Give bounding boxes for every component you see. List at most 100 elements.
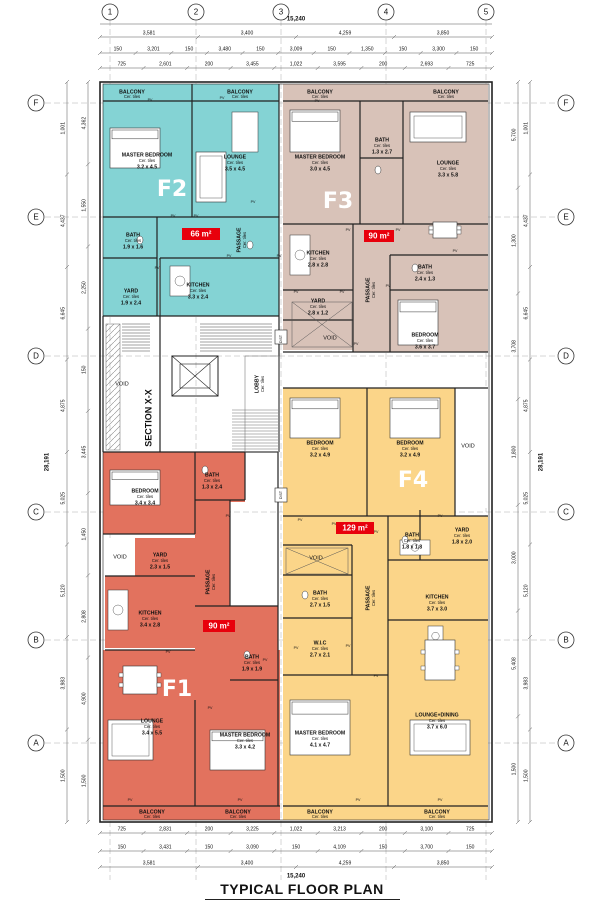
- dim-tick: [85, 79, 91, 85]
- room-size: 3.4 x 3.4: [135, 500, 155, 506]
- toilet: [401, 535, 409, 545]
- dim-label: 6,645: [523, 307, 529, 320]
- room-finish: Cer. tiles: [404, 538, 420, 543]
- dim-tick: [228, 848, 233, 854]
- sofa-seat: [199, 155, 223, 199]
- dist-box: [274, 487, 288, 503]
- room-finish: Cer. tiles: [144, 814, 160, 819]
- room-name: MASTER BEDROOM: [220, 732, 270, 738]
- plan-title: TYPICAL FLOOR PLAN: [220, 881, 384, 897]
- grid-bubble-top-label: 5: [484, 8, 489, 17]
- room-name: W.I.C: [314, 640, 327, 646]
- dim-tick: [228, 65, 233, 71]
- dim-tick: [515, 502, 521, 508]
- section-marker: SECTION X-X: [143, 389, 153, 447]
- room-name: YARD: [455, 527, 469, 533]
- room-finish: Cer. tiles: [440, 166, 456, 171]
- room-name: YARD: [311, 298, 325, 304]
- void-box: [291, 301, 353, 348]
- dim-label: 150: [466, 844, 475, 850]
- dim-label: 1,350: [361, 46, 374, 52]
- room-finish: Cer. tiles: [312, 596, 328, 601]
- grid-bubble-left-label: B: [33, 636, 38, 645]
- dim-tick: [64, 634, 70, 640]
- chair: [118, 682, 124, 688]
- room-name: PASSAGE: [365, 585, 371, 611]
- room-size: 1.3 x 2.7: [372, 149, 392, 155]
- pv-label: PV: [194, 214, 199, 218]
- dim-tick: [64, 172, 70, 177]
- dim-label: 5,025: [523, 492, 529, 505]
- dim-tick: [195, 34, 201, 40]
- room-name: LOUNGE: [437, 160, 460, 166]
- dim-label: 150: [470, 46, 479, 52]
- room-name: MASTER BEDROOM: [122, 152, 172, 158]
- chair: [156, 682, 162, 688]
- dim-label: 150: [185, 46, 194, 52]
- dim-label: 1,800: [511, 446, 517, 459]
- dim-tick: [293, 864, 299, 870]
- dim-label: 5,700: [511, 128, 517, 141]
- dim-tick: [141, 65, 146, 71]
- room-finish: Cer. tiles: [123, 294, 139, 299]
- dim-label: 3,480: [218, 46, 231, 52]
- room-finish: Cer. tiles: [144, 724, 160, 729]
- dim-tick: [64, 357, 70, 362]
- dim-tick: [359, 848, 364, 854]
- dim-tick: [391, 34, 397, 40]
- dim-label: 4,875: [523, 399, 529, 412]
- room-name: BALCONY: [139, 809, 165, 815]
- dim-label: 5,120: [60, 584, 66, 597]
- dim-tick: [85, 162, 91, 167]
- room-finish: Cer. tiles: [417, 270, 433, 275]
- toilet: [411, 263, 419, 273]
- pv-label: PV: [155, 266, 160, 270]
- dim-tick: [184, 65, 190, 71]
- pv-label: PV: [298, 518, 303, 522]
- dim-label: 725: [118, 826, 127, 832]
- flat-tag-F1: F1: [162, 677, 192, 702]
- room-size: 3.4 x 5.5: [142, 730, 162, 736]
- plan-title-underline: [205, 899, 400, 900]
- room-finish: Cer. tiles: [312, 446, 328, 451]
- dim-tick: [527, 449, 533, 455]
- dim-tick: [311, 50, 316, 56]
- pv-label: PV: [453, 249, 458, 253]
- sink: [112, 604, 124, 616]
- room-size: 3.2 x 4.9: [400, 452, 420, 458]
- dim-tick: [527, 79, 533, 85]
- room-name: BATH: [205, 472, 219, 478]
- pv-label: PV: [227, 254, 232, 258]
- dim-tick: [515, 714, 521, 719]
- dim-tick: [240, 50, 245, 56]
- dim-tick: [195, 864, 201, 870]
- sofa-seat: [413, 115, 463, 139]
- dim-tick: [515, 185, 521, 190]
- chair: [454, 649, 460, 655]
- room-name: LOBBY: [254, 374, 260, 393]
- pv-label: PV: [386, 284, 391, 288]
- room-finish: Cer. tiles: [230, 814, 246, 819]
- dim-tick: [184, 848, 190, 854]
- dim-total-bottom: 15,240: [287, 874, 306, 880]
- dim-tick: [347, 50, 352, 56]
- dim-label: 3,090: [246, 844, 259, 850]
- sofa: [409, 719, 471, 756]
- dim-label: 3,009: [290, 46, 303, 52]
- pv-label: PV: [346, 228, 351, 232]
- grid-bubble-right: [557, 631, 575, 649]
- dim-tick: [515, 608, 521, 613]
- dim-tick: [272, 65, 277, 71]
- flat-F2-fill: [103, 258, 159, 316]
- room-finish: Cer. tiles: [125, 238, 141, 243]
- dim-tick: [527, 634, 533, 640]
- room-size: 3.0 x 4.5: [310, 166, 330, 172]
- room-size: 2.8 x 1.2: [308, 310, 328, 316]
- void-box: [285, 547, 349, 575]
- toilet: [136, 235, 144, 245]
- dim-tick: [382, 50, 388, 56]
- grid-bubble-left: [27, 208, 45, 226]
- dim-tick: [85, 408, 91, 414]
- grid-bubble-top: [377, 3, 395, 21]
- room-size: 3.5 x 4.5: [225, 166, 245, 172]
